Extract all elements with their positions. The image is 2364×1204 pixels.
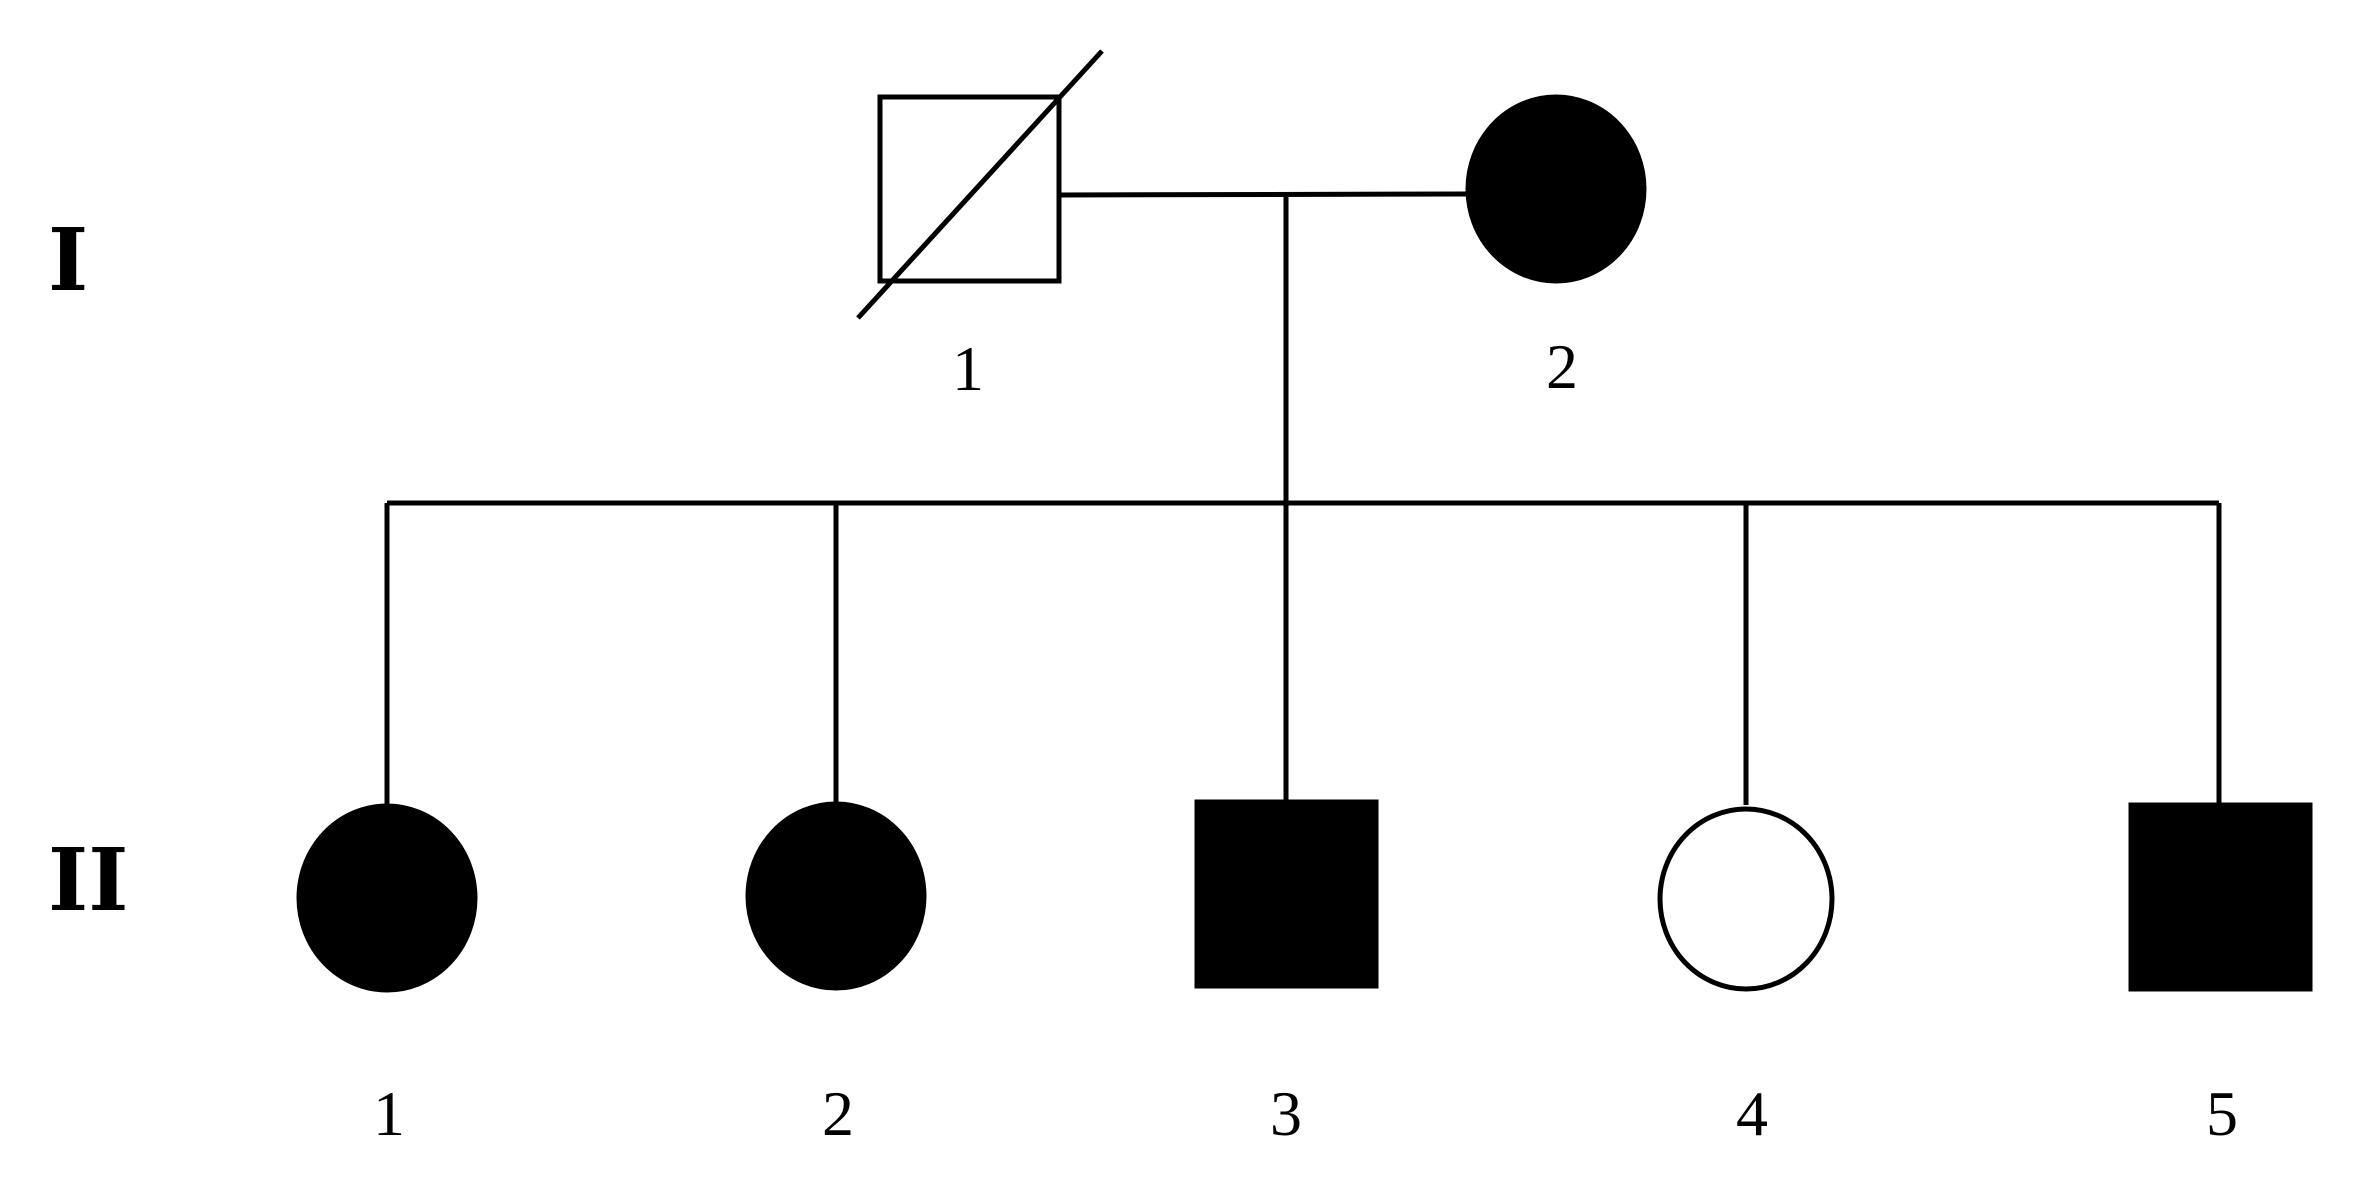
individual-number-I-1: 1 <box>952 333 984 404</box>
deceased-slash <box>856 49 1104 320</box>
female-symbol <box>1465 94 1647 284</box>
individual-number-II-2: 2 <box>822 1078 854 1149</box>
relationship-lines <box>384 191 2222 805</box>
individual-number-II-4: 4 <box>1736 1078 1768 1149</box>
female-symbol <box>745 801 927 991</box>
generation-label-II: II <box>48 830 128 931</box>
individual-II-5 <box>2128 802 2313 992</box>
marriage-line <box>1058 191 1468 198</box>
individual-number-II-1: 1 <box>373 1078 405 1149</box>
individual-I-1 <box>856 49 1104 320</box>
generation-label-I: I <box>48 210 88 311</box>
individual-II-2 <box>745 801 927 991</box>
male-symbol <box>1194 799 1379 989</box>
individual-II-4 <box>1657 806 1835 992</box>
individual-number-I-2: 2 <box>1546 331 1578 402</box>
male-symbol <box>2128 802 2313 992</box>
individual-II-3 <box>1194 799 1379 989</box>
individual-I-2 <box>1465 94 1647 284</box>
individual-II-1 <box>296 803 478 993</box>
individual-number-II-3: 3 <box>1270 1078 1302 1149</box>
female-symbol <box>296 803 478 993</box>
individual-number-II-5: 5 <box>2206 1078 2238 1149</box>
female-symbol <box>1657 806 1835 992</box>
